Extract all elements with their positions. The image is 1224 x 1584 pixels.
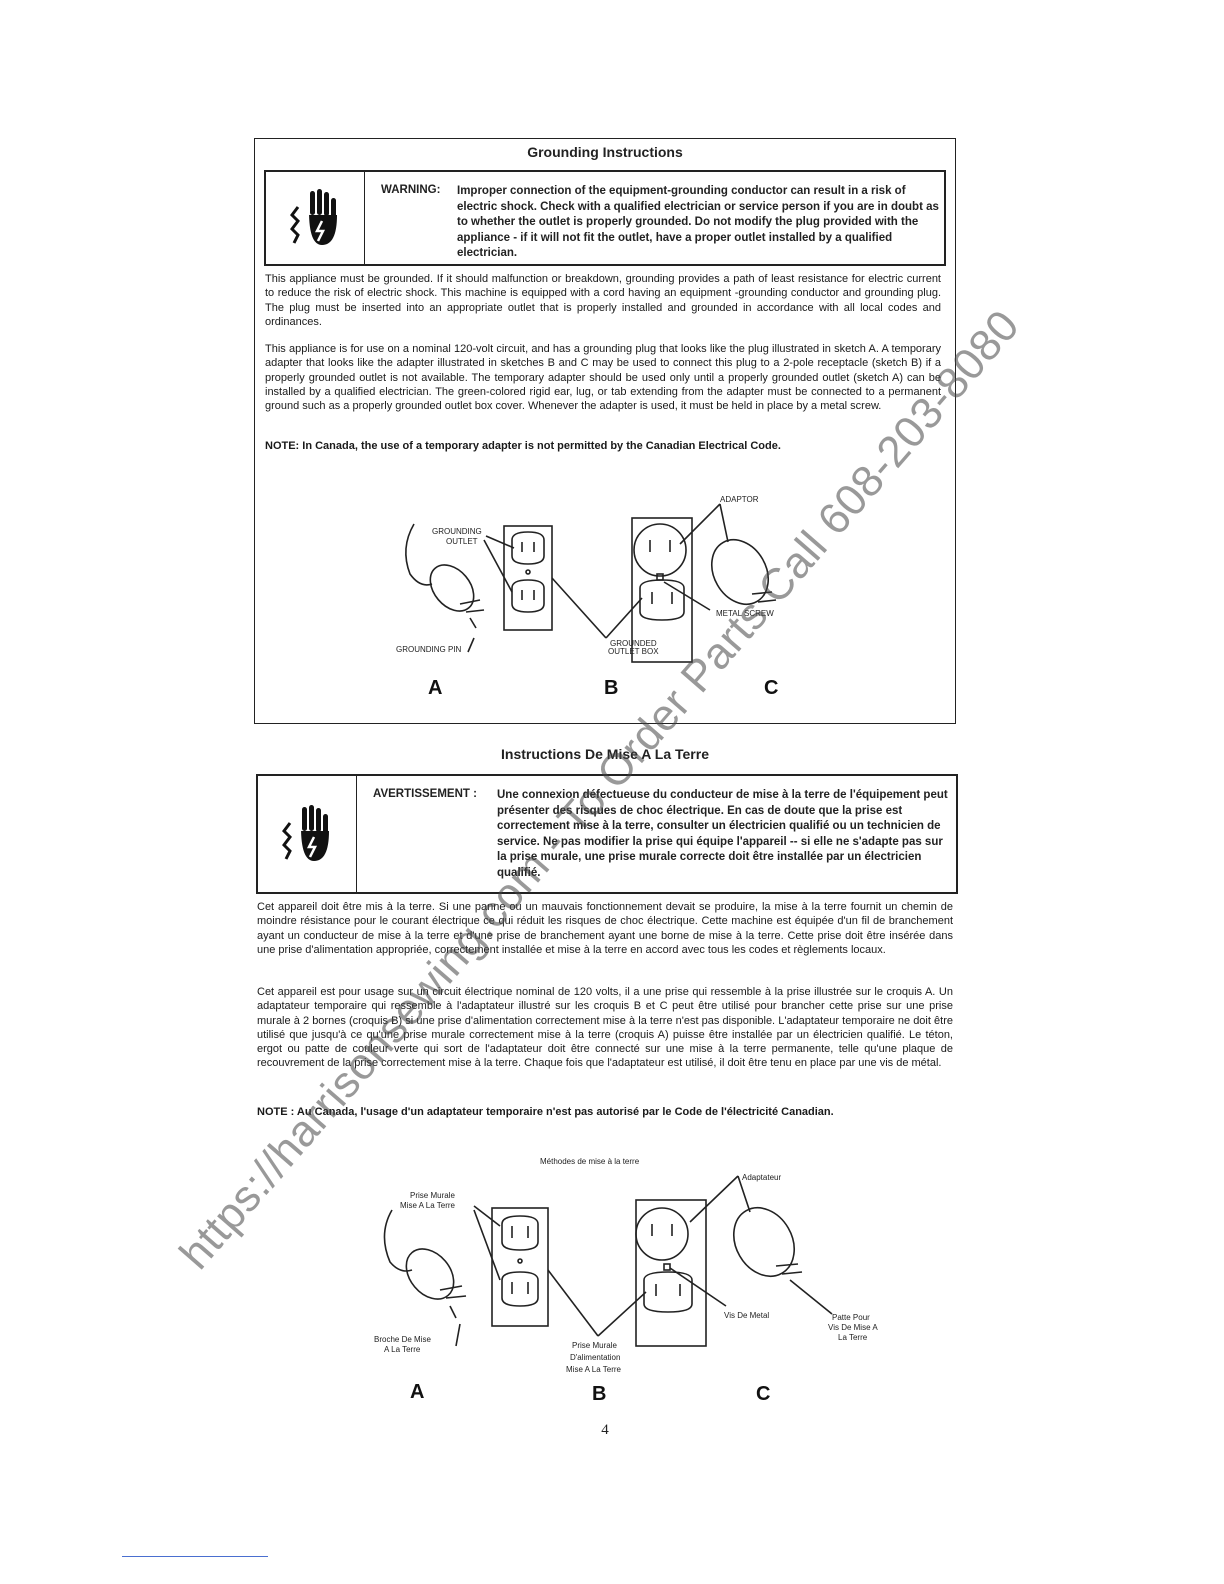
label-broche: Broche De Mise — [374, 1335, 431, 1344]
label-grounding-pin: GROUNDING PIN — [396, 645, 462, 654]
french-paragraph-1: Cet appareil doit être mis à la terre. S… — [257, 901, 953, 956]
french-warning-icon-cell — [258, 776, 357, 892]
english-paragraph-2: This appliance is for use on a nominal 1… — [265, 343, 941, 413]
label-metal-screw: METAL SCREW — [716, 609, 774, 618]
english-warning-box: WARNING: Improper connection of the equi… — [264, 170, 946, 266]
label-prise-murale-2: Mise A La Terre — [400, 1201, 456, 1210]
page-number: 4 — [601, 1422, 609, 1438]
label-grounded-outlet-box: GROUNDED — [610, 639, 657, 648]
plug-a — [429, 564, 475, 612]
french-note: NOTE : Au Canada, l'usage d'un adaptateu… — [257, 1106, 834, 1118]
label-prise-alim-2: D'alimentation — [570, 1353, 620, 1362]
label-prise-murale: Prise Murale — [410, 1191, 455, 1200]
french-warning-label: AVERTISSEMENT : — [373, 788, 477, 800]
adapter-c — [733, 1207, 795, 1277]
label-adaptor: ADAPTOR — [720, 495, 759, 504]
adapter-on-outlet — [635, 1207, 689, 1261]
sketch-letter-b: B — [604, 677, 618, 699]
sketch-letter-b: B — [592, 1383, 606, 1405]
label-broche-2: A La Terre — [384, 1345, 421, 1354]
french-warning-text-cell: AVERTISSEMENT : Une connexion défectueus… — [357, 776, 956, 892]
french-paragraph-2: Cet appareil est pour usage sur un circu… — [257, 986, 953, 1070]
label-patte: Patte Pour — [832, 1313, 870, 1322]
french-title: Instructions De Mise A La Terre — [501, 746, 709, 762]
cord — [405, 523, 433, 586]
english-warning-text: Improper connection of the equipment-gro… — [457, 185, 939, 259]
outlet-box-c — [635, 1199, 707, 1347]
english-grounding-diagram: GROUNDING OUTLET GROUNDING PIN ADAPTOR M… — [396, 495, 778, 699]
label-patte-3: La Terre — [838, 1333, 868, 1342]
adapter-on-outlet — [633, 523, 687, 577]
french-warning-box: AVERTISSEMENT : Une connexion défectueus… — [256, 774, 958, 894]
outlet-box-c — [631, 517, 693, 663]
sketch-letter-c: C — [764, 677, 778, 699]
sketch-letter-a: A — [428, 677, 442, 699]
english-title: Grounding Instructions — [527, 144, 683, 160]
electric-hand-icon — [282, 805, 329, 861]
label-prise-alim: Prise Murale — [572, 1341, 617, 1350]
label-grounded-outlet-box-2: OUTLET BOX — [608, 647, 659, 656]
french-warning-text: Une connexion défectueuse du conducteur … — [497, 789, 948, 879]
english-warning-icon-cell — [266, 172, 365, 264]
english-warning-text-cell: WARNING: Improper connection of the equi… — [365, 172, 944, 264]
cord — [383, 1209, 413, 1272]
label-patte-2: Vis De Mise A — [828, 1323, 878, 1332]
electric-hand-icon — [290, 189, 337, 245]
plug-a — [405, 1248, 455, 1300]
adapter-c — [710, 539, 770, 605]
label-grounding-outlet: GROUNDING — [432, 527, 482, 536]
english-paragraph-1: This appliance must be grounded. If it s… — [265, 273, 941, 328]
sketch-letter-a: A — [410, 1381, 424, 1403]
duplex-outlet-b — [491, 1207, 549, 1327]
english-section-frame — [254, 138, 956, 724]
french-grounding-diagram: Méthodes de mise à la terre — [374, 1157, 878, 1405]
english-note: NOTE: In Canada, the use of a temporary … — [265, 440, 781, 452]
label-vis-de-metal: Vis De Metal — [724, 1311, 769, 1320]
label-prise-alim-3: Mise A La Terre — [566, 1365, 622, 1374]
label-grounding-outlet-2: OUTLET — [446, 537, 478, 546]
footer-rule — [122, 1556, 268, 1557]
english-warning-label: WARNING: — [381, 184, 441, 196]
label-adaptateur: Adaptateur — [742, 1173, 781, 1182]
diagram-caption: Méthodes de mise à la terre — [540, 1157, 640, 1166]
sketch-letter-c: C — [756, 1383, 770, 1405]
